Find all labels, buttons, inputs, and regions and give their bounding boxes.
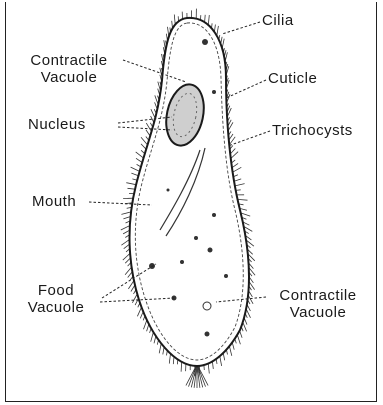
cilium	[136, 152, 144, 158]
cilium	[229, 346, 231, 356]
cilium	[220, 356, 222, 366]
label-contractile-vacuole-top-line2: Vacuole	[14, 69, 124, 86]
oral-groove	[160, 148, 205, 236]
cilium	[234, 179, 241, 181]
cilium	[131, 173, 138, 176]
cilium	[232, 163, 238, 167]
label-food-vacuole-line1: Food	[14, 282, 98, 299]
cilium	[146, 123, 151, 132]
cilium	[131, 167, 140, 171]
cilium	[121, 212, 131, 215]
cilium	[208, 15, 209, 25]
cilium	[141, 137, 148, 145]
cilium	[128, 188, 136, 189]
contractile-vacuole-top	[202, 39, 208, 45]
cilium	[136, 158, 142, 162]
cilium	[208, 364, 209, 374]
cilium	[235, 184, 245, 186]
contractile-vacuole-bottom	[203, 302, 211, 310]
label-trichocysts: Trichocysts	[272, 122, 353, 139]
cilium	[212, 361, 213, 369]
cilium	[126, 183, 136, 185]
label-cuticle: Cuticle	[268, 70, 317, 87]
label-mouth: Mouth	[32, 193, 76, 210]
nucleus-body	[161, 81, 209, 149]
cilium	[237, 335, 240, 345]
label-nucleus: Nucleus	[28, 116, 86, 133]
cilium	[137, 307, 141, 316]
cilium	[181, 362, 182, 372]
label-food-vacuole: Food Vacuole	[14, 282, 98, 316]
label-cilia: Cilia	[262, 12, 294, 29]
cilium	[238, 199, 248, 200]
cilium	[121, 240, 129, 246]
label-contractile-vacuole-bottom-line1: Contractile	[262, 287, 374, 304]
label-contractile-vacuole-bottom-line2: Vacuole	[262, 304, 374, 321]
cilium	[121, 226, 130, 230]
cilium	[132, 294, 137, 303]
cilium	[169, 354, 170, 364]
cilium	[174, 15, 175, 25]
cilium	[233, 167, 242, 172]
label-contractile-vacuole-bottom: Contractile Vacuole	[262, 287, 374, 321]
label-food-vacuole-line2: Vacuole	[14, 299, 98, 316]
cilium	[151, 332, 154, 342]
label-contractile-vacuole-top-line1: Contractile	[14, 52, 124, 69]
cilium	[159, 344, 161, 354]
label-contractile-vacuole-top: Contractile Vacuole	[14, 52, 124, 86]
